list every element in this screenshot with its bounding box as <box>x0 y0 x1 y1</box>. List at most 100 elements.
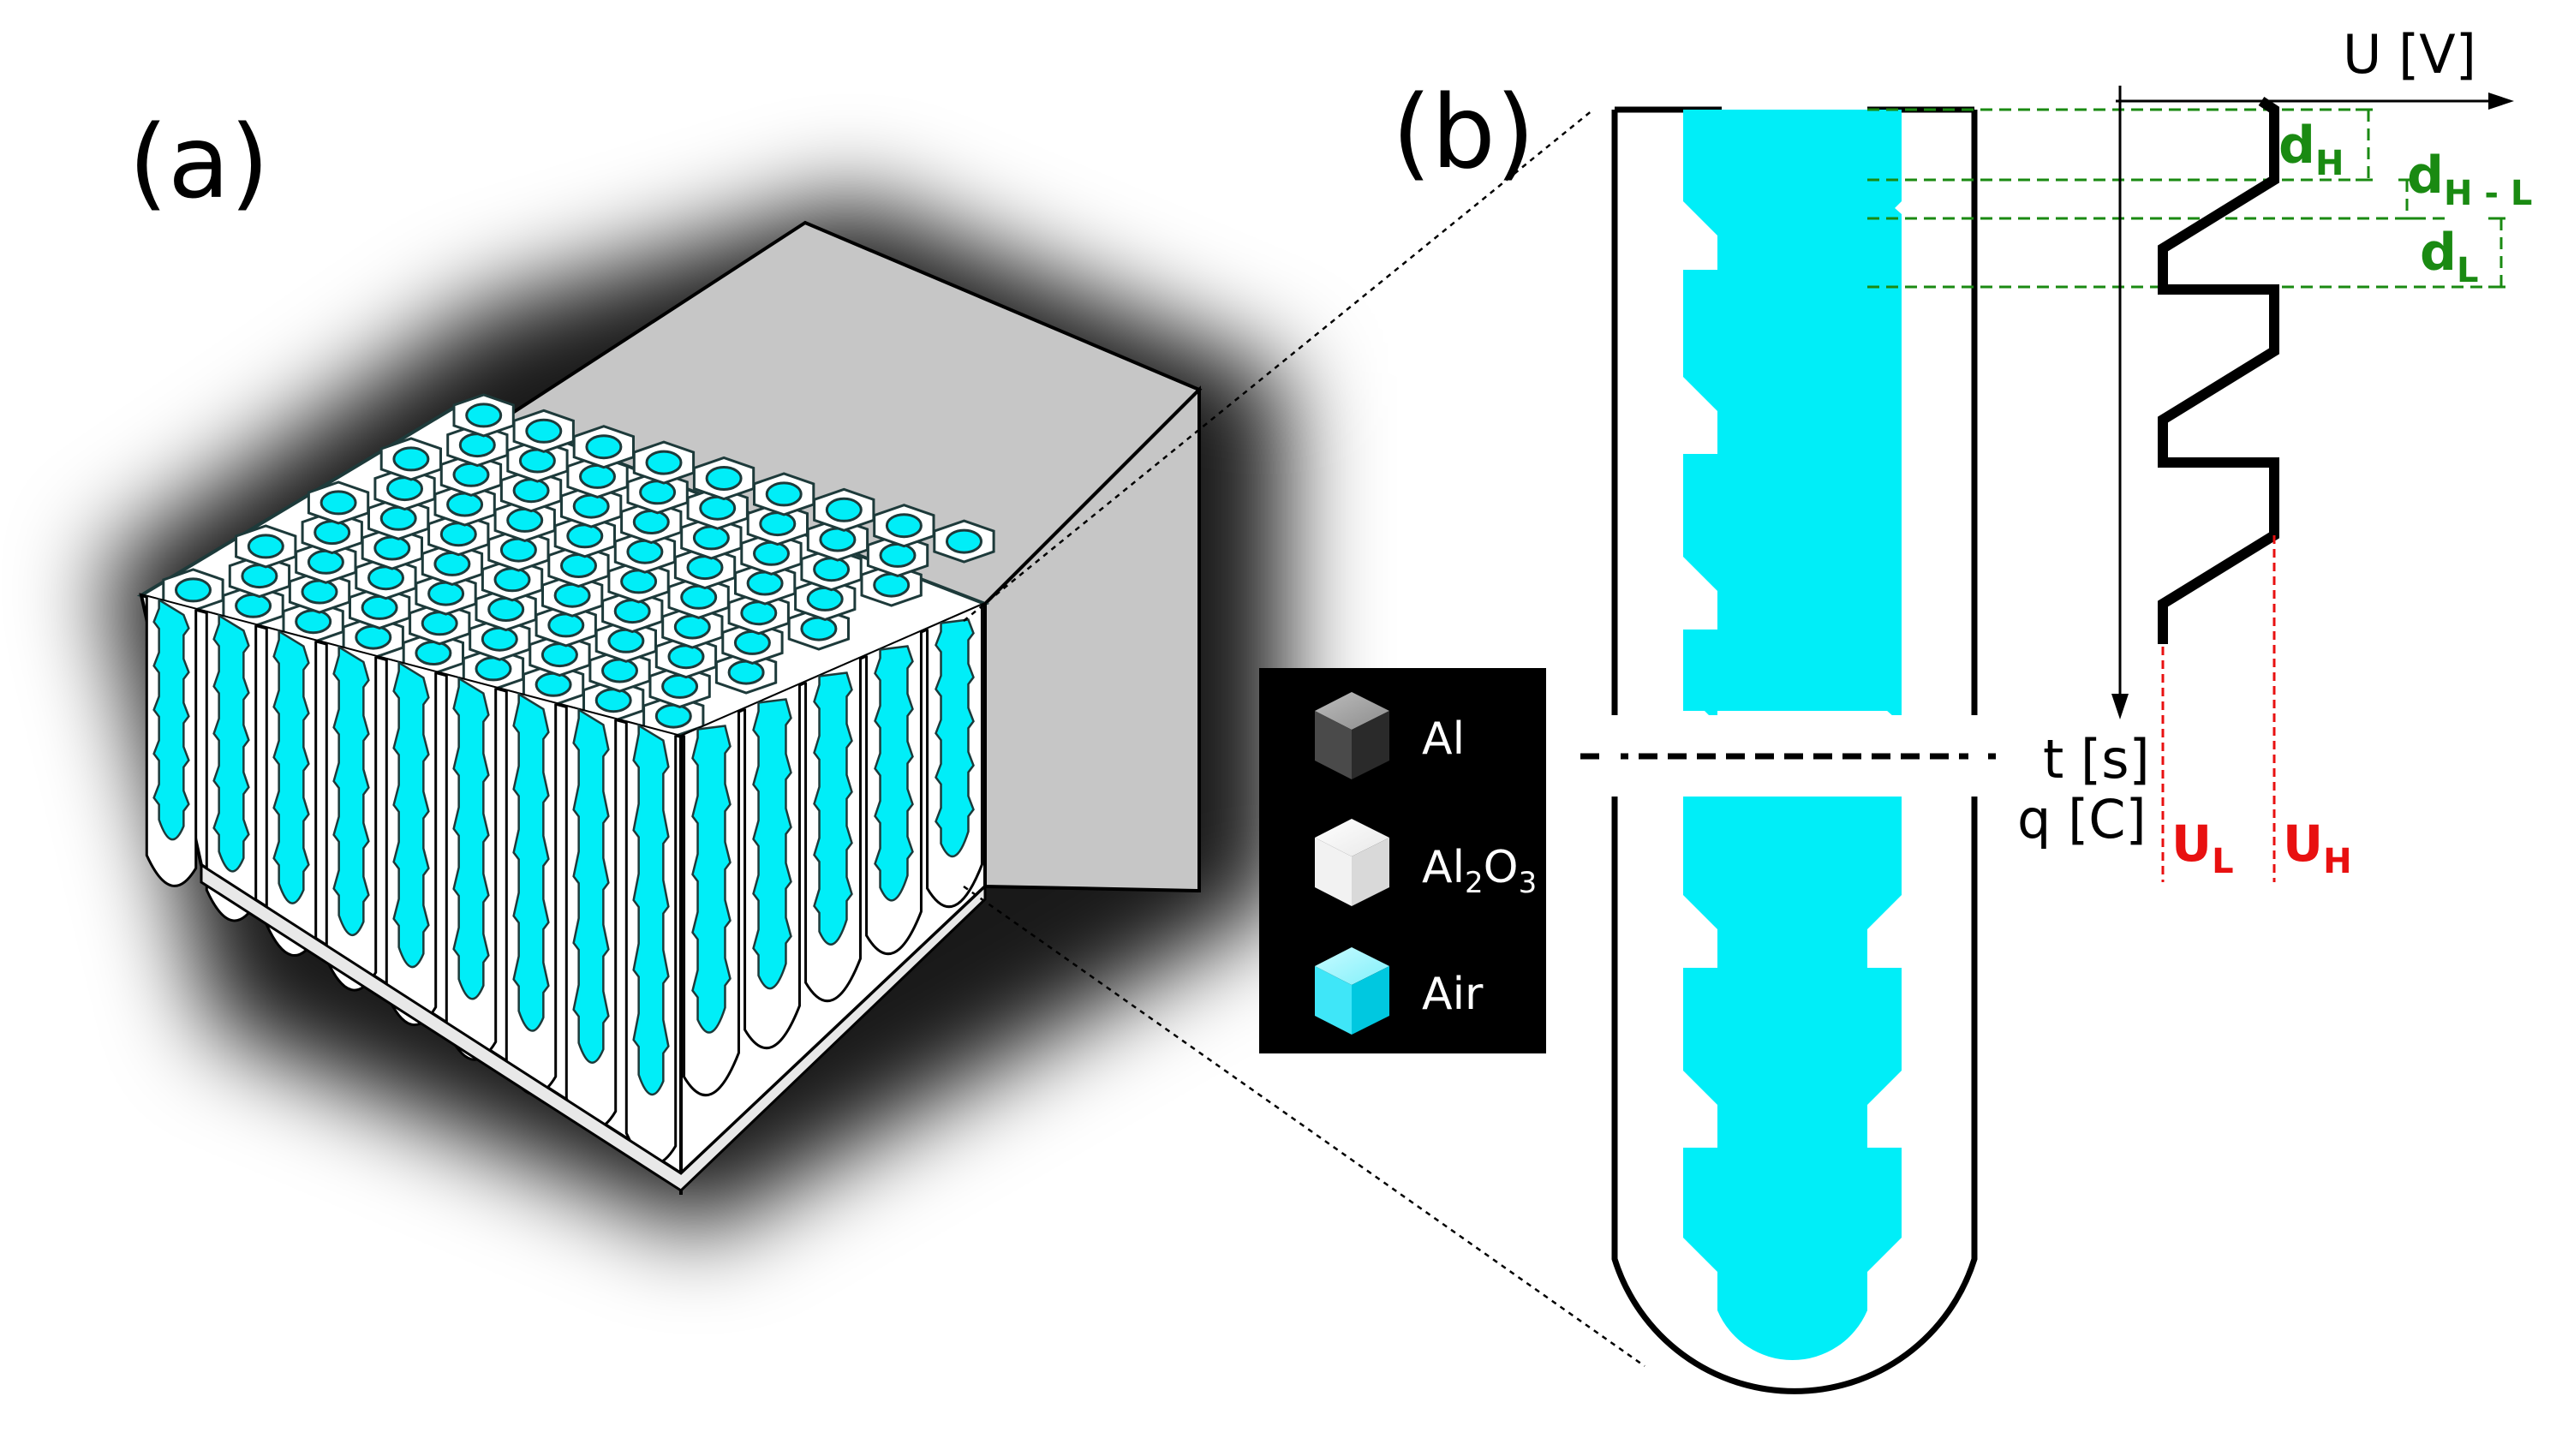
pore-opening <box>705 466 743 491</box>
pore-section <box>205 612 258 922</box>
pore-opening <box>373 535 411 561</box>
pore-opening <box>607 628 645 653</box>
pore-opening <box>295 609 332 635</box>
pore-opening <box>740 600 778 626</box>
pore-opening <box>355 624 392 650</box>
pore-opening <box>699 495 737 521</box>
pore-opening <box>553 582 591 608</box>
pore-section <box>445 675 498 1061</box>
pore-opening <box>632 510 670 534</box>
pore-opening <box>367 565 404 591</box>
pore-opening <box>458 433 496 458</box>
pore-wall-outline <box>1611 110 1978 1394</box>
pore-opening <box>813 557 851 582</box>
pore-opening <box>320 490 357 516</box>
gray-cube-icon <box>1315 692 1389 779</box>
pore-opening <box>452 462 490 487</box>
legend-label-air: Air <box>1422 969 1484 1020</box>
pore-opening <box>819 527 857 552</box>
pore-opening <box>639 480 677 505</box>
pore-opening <box>379 505 417 531</box>
pore-section <box>505 690 558 1096</box>
voltage-label-ul: UL <box>2171 815 2234 881</box>
pore-opening <box>680 584 718 610</box>
cyan-cube-icon <box>1315 947 1389 1035</box>
pore-opening <box>661 673 699 699</box>
pore-opening <box>518 448 556 474</box>
pore-opening <box>566 523 604 549</box>
pore-opening <box>759 511 797 537</box>
pore-opening <box>727 659 765 685</box>
pore-opening <box>446 492 484 517</box>
pore-opening <box>361 594 398 620</box>
voltage-markers <box>2161 535 2276 882</box>
pore-section <box>865 631 923 956</box>
pore-section <box>683 711 740 1097</box>
t-axis-arrowhead <box>2111 694 2129 719</box>
legend-label-alumina: Al2O3 <box>1422 842 1537 900</box>
pore-air-upper-body <box>1683 110 1902 711</box>
legend-background <box>1259 668 1546 1053</box>
pore-opening <box>493 567 531 593</box>
pore-opening <box>439 522 477 547</box>
voltage-time-axes: U [V] t [s] q [C] <box>2017 23 2514 850</box>
pore-section <box>385 659 438 1027</box>
pore-opening <box>499 537 537 563</box>
pore-opening <box>825 497 863 522</box>
pore-wall-gap-left <box>1609 715 1621 797</box>
pore-opening <box>560 553 597 578</box>
pore-section <box>325 643 378 992</box>
pore-opening <box>506 507 544 533</box>
voltage-label-uh: UH <box>2283 815 2352 881</box>
pore-opening <box>645 450 683 475</box>
white-cube-icon <box>1315 819 1389 906</box>
pore-opening <box>667 644 705 670</box>
pore-opening <box>241 564 278 589</box>
pore-opening <box>692 525 730 551</box>
pore-opening <box>512 478 550 504</box>
pore-section <box>564 706 618 1131</box>
pore-wall-gap-right <box>1968 715 1980 797</box>
pore-opening <box>481 626 518 652</box>
u-axis-label: U [V] <box>2343 23 2476 86</box>
pore-section <box>926 605 983 909</box>
pore-section <box>265 628 318 957</box>
pore-opening <box>585 434 623 460</box>
pore-opening <box>392 446 430 472</box>
pore-opening <box>765 481 803 507</box>
panel-b: (b) Al <box>1259 23 2532 1394</box>
q-axis-label: q [C] <box>2017 788 2147 850</box>
pore-opening <box>879 542 917 568</box>
pore-section <box>145 596 198 887</box>
panel-label-a: (a) <box>128 103 269 221</box>
dimension-guides <box>1867 108 2503 289</box>
pore-air-lower <box>1683 797 1902 1361</box>
pore-opening <box>572 493 610 519</box>
pore-opening <box>427 581 465 606</box>
pore-opening <box>307 549 344 575</box>
pore-opening <box>885 513 923 539</box>
pore-array <box>162 393 995 738</box>
pore-section <box>624 722 678 1166</box>
pore-opening <box>733 630 771 655</box>
pore-opening <box>547 612 585 638</box>
pore-opening <box>535 671 572 697</box>
u-axis-arrowhead <box>2488 92 2514 110</box>
pore-opening <box>301 579 338 605</box>
pore-opening <box>613 599 651 624</box>
pore-opening <box>746 570 784 596</box>
legend: Al Al2O3 Air <box>1259 668 1546 1053</box>
voltage-waveform <box>2158 97 2279 644</box>
pore-opening <box>475 656 512 682</box>
pore-opening <box>175 577 212 603</box>
pore-opening <box>800 616 838 641</box>
pore-opening <box>686 555 724 581</box>
pore-opening <box>487 597 525 622</box>
pore-opening <box>654 703 692 729</box>
dimension-ticks <box>2356 108 2505 289</box>
pore-opening <box>673 614 711 640</box>
panel-a: (a) <box>103 103 1285 1233</box>
pore-opening <box>594 688 632 713</box>
pore-opening <box>465 403 503 428</box>
